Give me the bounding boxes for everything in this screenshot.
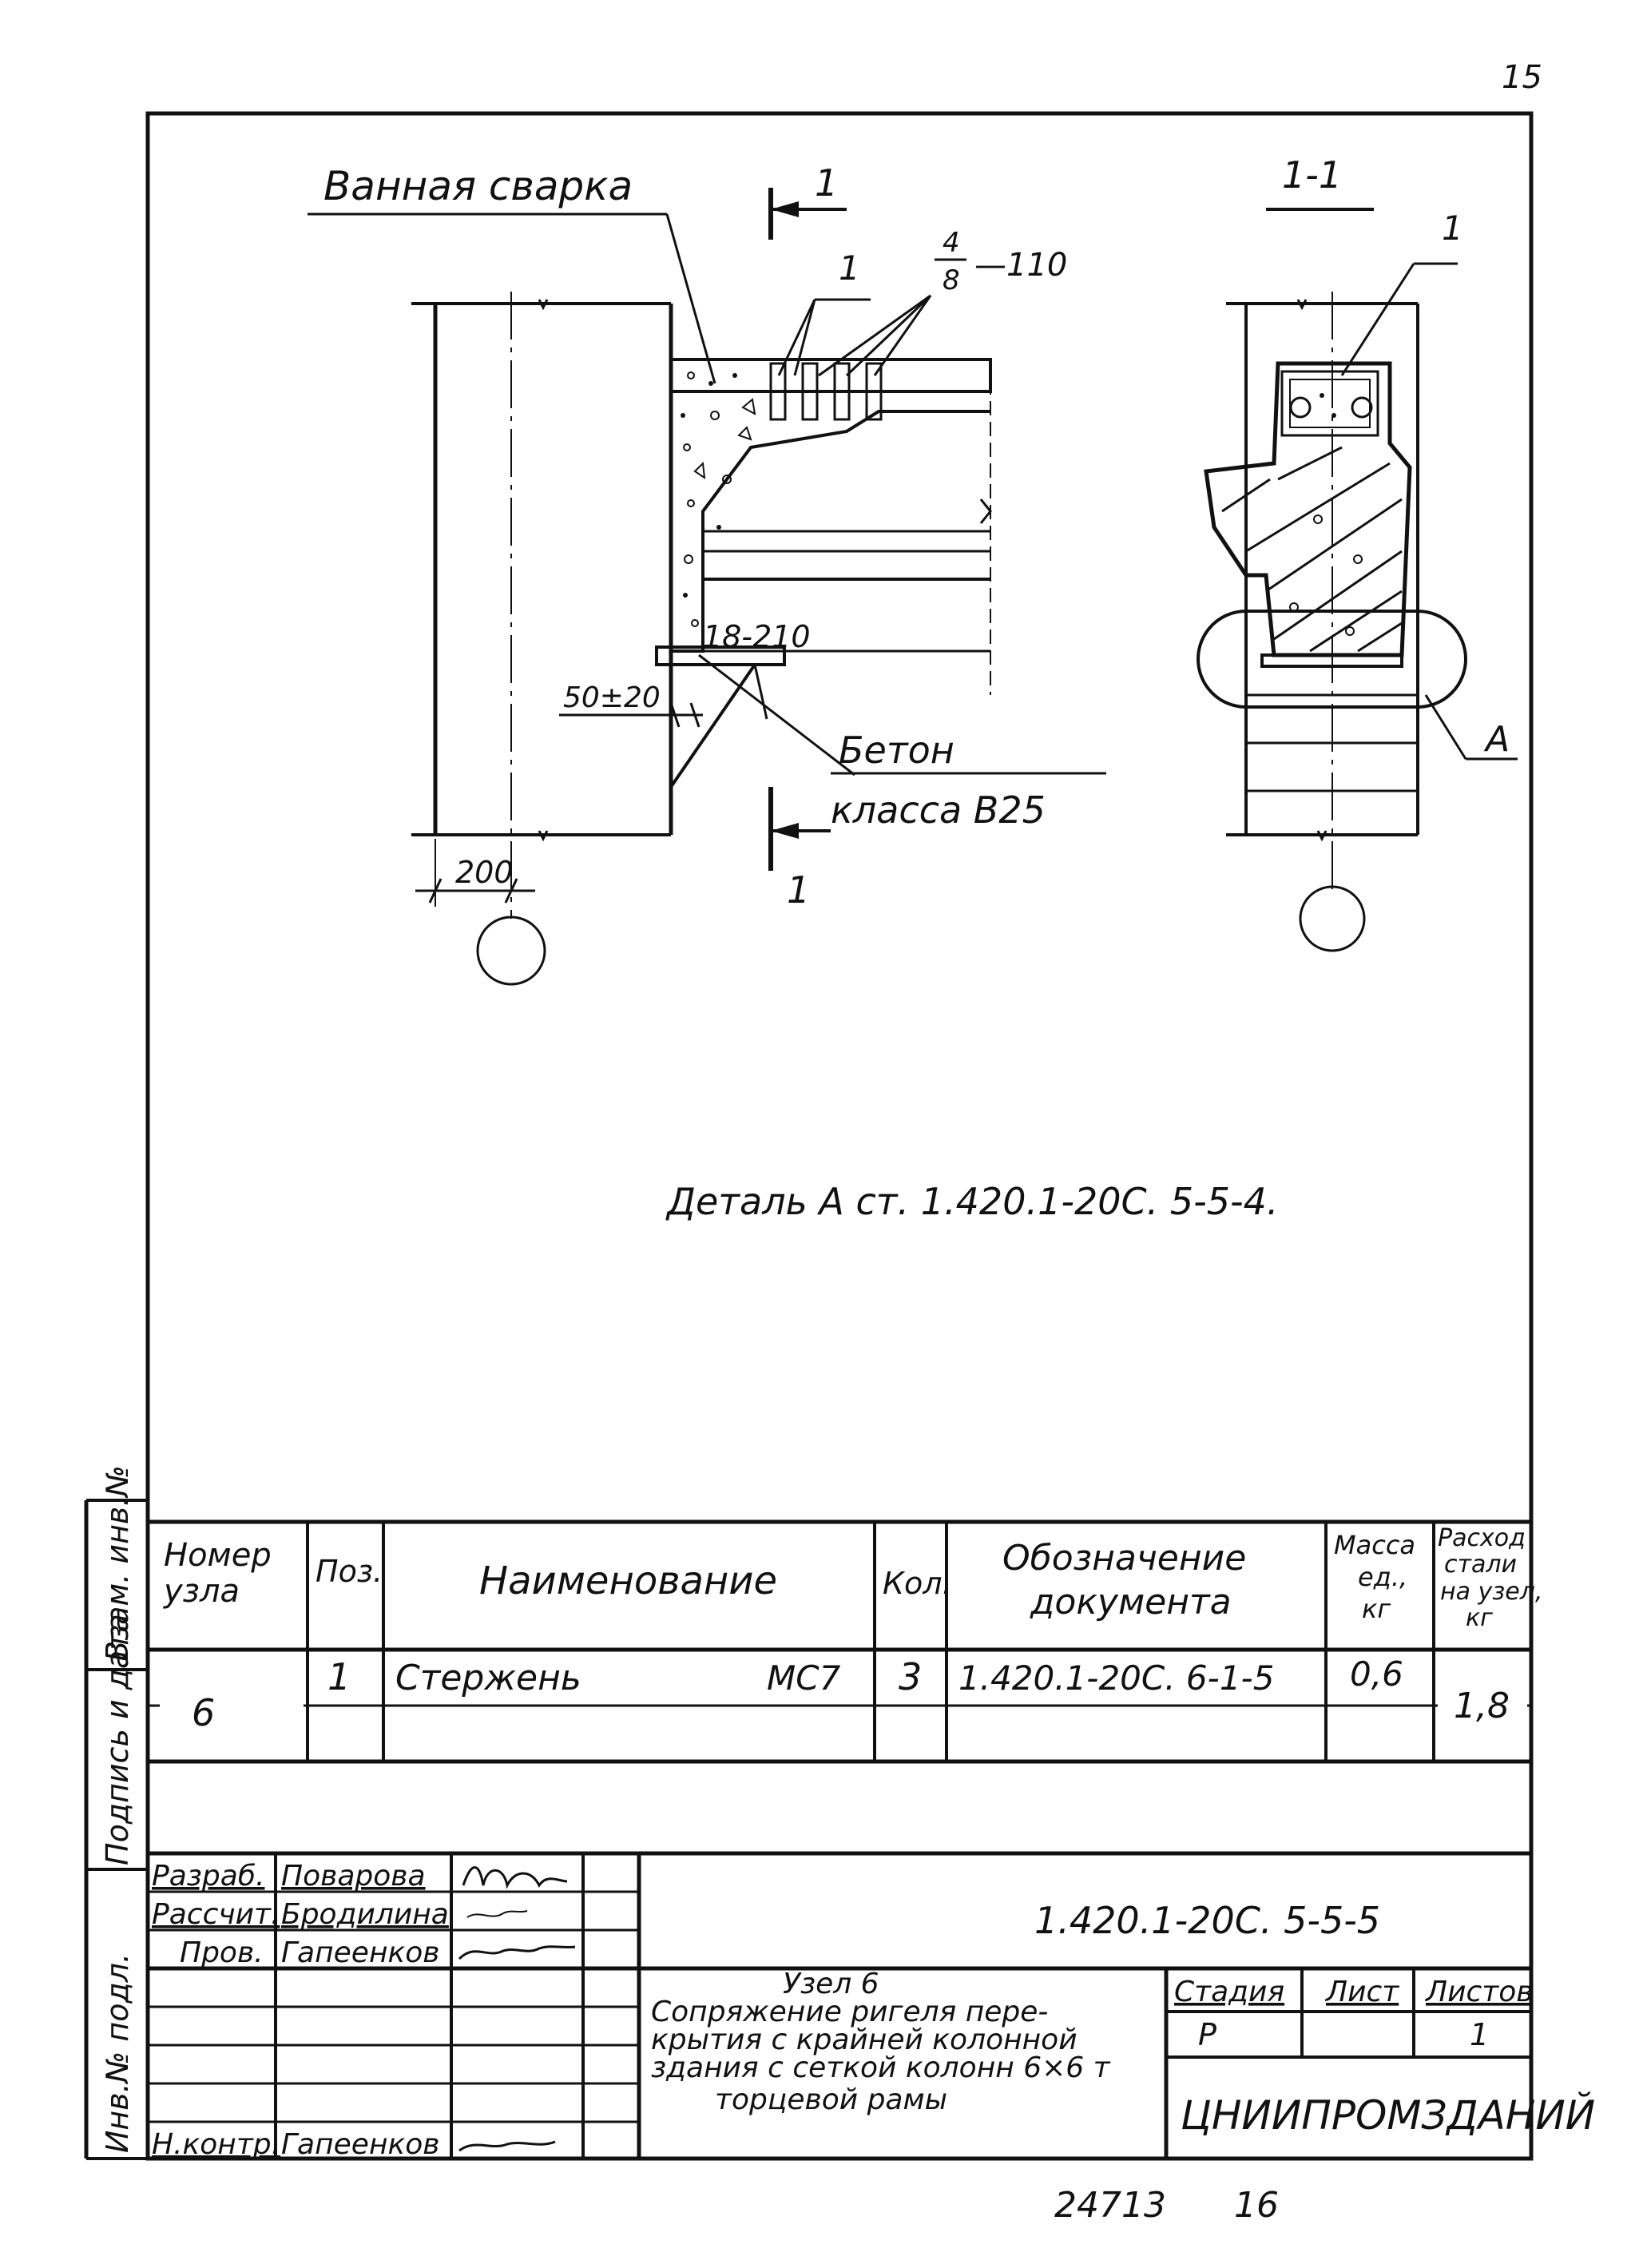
bottom-number-2: 16 bbox=[1234, 2185, 1279, 2226]
section-mark-bottom: 1 bbox=[787, 868, 810, 912]
section-1-1: 1-1 1 bbox=[1197, 153, 1518, 952]
cell-qty: 3 bbox=[899, 1655, 922, 1698]
side-stamp-replace: Взам. инв.№ bbox=[100, 1465, 135, 1662]
section-title: 1-1 bbox=[1282, 153, 1342, 197]
bottom-number-1: 24713 bbox=[1054, 2185, 1166, 2226]
hdr-doc-2: документа bbox=[1030, 1582, 1232, 1623]
title-line-2: Сопряжение ригеля пере- bbox=[651, 1996, 1048, 2028]
signature-checked bbox=[458, 1945, 576, 1960]
title-block: Разраб. Рассчит. Пров. Н.контр. Поварова… bbox=[148, 1853, 1595, 2161]
section-mark-top: 1 bbox=[815, 161, 838, 205]
title-line-4: здания с сеткой колонн 6×6 т bbox=[651, 2052, 1111, 2084]
hdr-node-2: узла bbox=[163, 1573, 240, 1610]
axis-bubble-left bbox=[476, 916, 546, 986]
label-concrete-line1: Бетон bbox=[839, 729, 954, 772]
signature-developer bbox=[462, 1866, 568, 1889]
name-checked: Гапеенков bbox=[281, 1936, 439, 1969]
cell-doc: 1.420.1-20С. 6-1-5 bbox=[958, 1658, 1274, 1698]
hdr-mass-3: кг bbox=[1362, 1594, 1391, 1624]
dim-weld: 18-210 bbox=[703, 619, 811, 654]
hdr-doc-1: Обозначение bbox=[1002, 1538, 1246, 1579]
label-welding: Ванная сварка bbox=[323, 163, 633, 209]
hdr-total-1: Расход bbox=[1438, 1524, 1526, 1552]
concrete-fill bbox=[681, 371, 756, 627]
name-calculated: Бродилина bbox=[281, 1898, 449, 1931]
side-stamp-inv: Инв.№ подл. bbox=[100, 1953, 135, 2153]
cell-pos: 1 bbox=[327, 1655, 351, 1698]
organization: ЦНИИПРОМЗДАНИЙ bbox=[1181, 2091, 1595, 2139]
callout-bars-den: 8 bbox=[943, 264, 960, 296]
callout-1: 1 bbox=[839, 248, 860, 288]
name-normcontrol: Гапеенков bbox=[281, 2128, 439, 2161]
hdr-pos: Поз. bbox=[316, 1554, 383, 1589]
cell-node: 6 bbox=[192, 1691, 215, 1734]
signature-calculated bbox=[466, 1910, 528, 1918]
hdr-mass-1: Масса bbox=[1334, 1530, 1415, 1560]
node-drawing: Ванная сварка 1 1 4 8 —110 bbox=[308, 161, 1106, 986]
title-line-3: крытия с крайней колонной bbox=[651, 2024, 1077, 2056]
role-normcontrol: Н.контр. bbox=[152, 2128, 280, 2161]
doc-code: 1.420.1-20С. 5-5-5 bbox=[1034, 1899, 1380, 1942]
spec-table: Номер узла Поз. Наименование Кол. Обозна… bbox=[148, 1519, 1542, 1856]
dim-200: 200 bbox=[455, 855, 514, 890]
role-checked: Пров. bbox=[180, 1936, 264, 1969]
cell-mass: 0,6 bbox=[1350, 1654, 1403, 1694]
label-concrete-line2: класса В25 bbox=[831, 788, 1046, 832]
detail-reference: Деталь А ст. 1.420.1-20С. 5-5-4. bbox=[665, 1180, 1278, 1223]
title-line-1: Узел 6 bbox=[783, 1968, 879, 2000]
hdr-name: Наименование bbox=[479, 1559, 777, 1603]
signature-normcontrol bbox=[458, 2140, 556, 2152]
cell-name: Стержень bbox=[395, 1658, 581, 1698]
sheet-frame bbox=[145, 111, 1534, 2161]
cell-mark: МС7 bbox=[767, 1658, 841, 1698]
role-developer: Разраб. bbox=[152, 1860, 264, 1893]
name-developer: Поварова bbox=[281, 1860, 426, 1893]
stage-value: Р bbox=[1198, 2017, 1216, 2052]
detail-label-a: А bbox=[1483, 719, 1510, 760]
hdr-node-1: Номер bbox=[164, 1537, 272, 1574]
axis-bubble-right bbox=[1299, 885, 1366, 952]
sheets-label: Листов bbox=[1424, 1976, 1533, 2008]
section-callout-1: 1 bbox=[1442, 209, 1463, 248]
sheets-value: 1 bbox=[1470, 2017, 1489, 2052]
detail-a-outline bbox=[1197, 610, 1467, 709]
callout-bars-num: 4 bbox=[943, 227, 960, 259]
section-hatching bbox=[1221, 446, 1403, 653]
sheet-label: Лист bbox=[1324, 1976, 1399, 2008]
dim-gap: 50±20 bbox=[563, 681, 661, 714]
cell-total: 1,8 bbox=[1454, 1686, 1510, 1726]
hdr-total-4: кг bbox=[1466, 1604, 1493, 1632]
side-stamp-signature: Подпись и дата bbox=[100, 1614, 135, 1865]
role-calculated: Рассчит. bbox=[152, 1898, 280, 1931]
hdr-qty: Кол. bbox=[883, 1566, 952, 1601]
hdr-total-3: на узел, bbox=[1440, 1578, 1542, 1606]
stage-label: Стадия bbox=[1174, 1976, 1284, 2008]
callout-bars-spacing: —110 bbox=[974, 247, 1067, 284]
page-number: 15 bbox=[1502, 59, 1542, 96]
title-line-5: торцевой рамы bbox=[715, 2083, 947, 2116]
hdr-mass-2: ед., bbox=[1358, 1562, 1407, 1592]
hdr-total-2: стали bbox=[1444, 1551, 1517, 1579]
